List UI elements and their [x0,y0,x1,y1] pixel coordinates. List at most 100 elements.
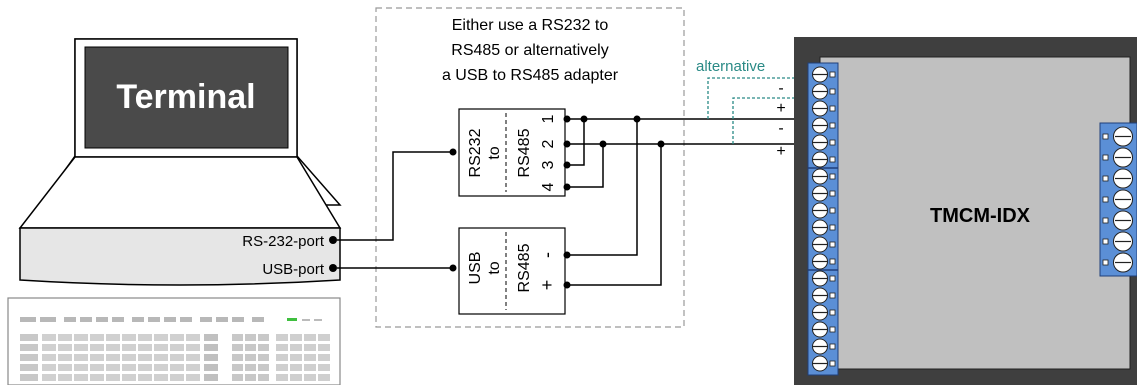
keyboard-key [245,364,256,371]
rs232-port-label: RS-232-port [242,233,325,250]
laptop-keyboard-deck [18,156,342,229]
keyboard-key [64,317,76,322]
keyboard-key [245,334,256,341]
keyboard-key [245,374,256,381]
keyboard-key [122,364,136,371]
keyboard-key [200,317,212,322]
terminal-pin [829,173,836,180]
keyboard-key [276,334,288,341]
keyboard-key [138,374,152,381]
keyboard-key [258,344,269,351]
terminal-pin [829,360,836,367]
keyboard-key [20,344,38,351]
keyboard-key [276,364,288,371]
rs232-pin-2: 2 [540,139,557,148]
terminal-pin [829,190,836,197]
keyboard-key [186,364,200,371]
keyboard-body [7,297,341,386]
keyboard-key [232,344,243,351]
keyboard-key [42,334,56,341]
junction-dot [563,251,571,259]
keyboard-led [287,318,297,321]
keyboard-key [276,354,288,361]
laptop-screen [84,46,289,149]
junction-dot [580,115,588,123]
terminal-pin [1102,133,1109,140]
keyboard-key [106,334,120,341]
terminal-pin [829,88,836,95]
keyboard-key [138,364,152,371]
junction-dot [657,140,665,148]
keyboard-led [302,319,310,321]
usb-port-jack [329,264,337,272]
device-name-label: TMCM-IDX [930,205,1031,227]
keyboard-key [154,354,168,361]
keyboard-key [164,317,176,322]
adapter-option-region [375,7,685,328]
keyboard-key [20,364,38,371]
keyboard-key [138,334,152,341]
terminal-pin [829,139,836,146]
keyboard-key [258,354,269,361]
keyboard-key [318,364,330,371]
usb-adapter-left-bottom: to [486,261,503,274]
terminal-pin [1102,217,1109,224]
junction-dot [563,281,571,289]
keyboard-key [232,334,243,341]
rs232-adapter-right-top: RS485 [516,128,533,177]
keyboard-key [276,374,288,381]
bus-sign-2: + [776,100,785,117]
keyboard-key [138,354,152,361]
keyboard-key [170,334,184,341]
terminal-pin [829,105,836,112]
rs232-pin-3: 3 [540,160,557,169]
device-body [819,56,1131,370]
left-terminal-block [807,62,839,376]
tmcm-idx-device: TMCM-IDX [794,37,1137,385]
keyboard-key [58,334,72,341]
keyboard-key [180,317,192,322]
keyboard-key [42,364,56,371]
keyboard-keys [20,317,330,381]
keyboard-key [186,334,200,341]
terminal-pin [1102,259,1109,266]
terminal-pin [829,241,836,248]
keyboard-key [186,354,200,361]
terminal-pin [829,343,836,350]
keyboard-key [318,344,330,351]
keyboard-key [74,334,88,341]
keyboard-key [74,364,88,371]
keyboard-key [80,317,92,322]
junction-dot [449,148,457,156]
keyboard-key [290,354,302,361]
keyboard-key [290,334,302,341]
terminal-pin [829,122,836,129]
keyboard-key [90,344,104,351]
junction-dot [563,183,571,191]
bus-sign-1: - [778,80,783,97]
keyboard-key [106,374,120,381]
keyboard-key [96,317,108,322]
junction-dot [599,140,607,148]
keyboard-key [20,317,36,322]
keyboard-key [304,374,316,381]
keyboard-key [170,374,184,381]
right-terminal-block [1099,122,1137,277]
rs232-adapter-box [458,108,566,197]
keyboard-key [74,374,88,381]
terminal-pin [1102,175,1109,182]
usb-adapter-right-top: RS485 [516,243,533,292]
keyboard-key [122,374,136,381]
keyboard-key [318,334,330,341]
keyboard-key [154,364,168,371]
terminal-pin [829,224,836,231]
usb-rs485-adapter: USB to RS485 - + [458,227,566,315]
bus-sign-3: - [778,120,783,137]
adapter-note-line2: RS485 or alternatively [451,42,608,59]
wires [337,118,808,286]
rs232-rs485-adapter: RS232 to RS485 1 2 3 4 [458,108,566,197]
wire-usb-minus [567,119,638,256]
terminal-pin [829,71,836,78]
wire-usb-plus [567,144,662,286]
adapter-note-line3: a USB to RS485 adapter [442,67,619,84]
